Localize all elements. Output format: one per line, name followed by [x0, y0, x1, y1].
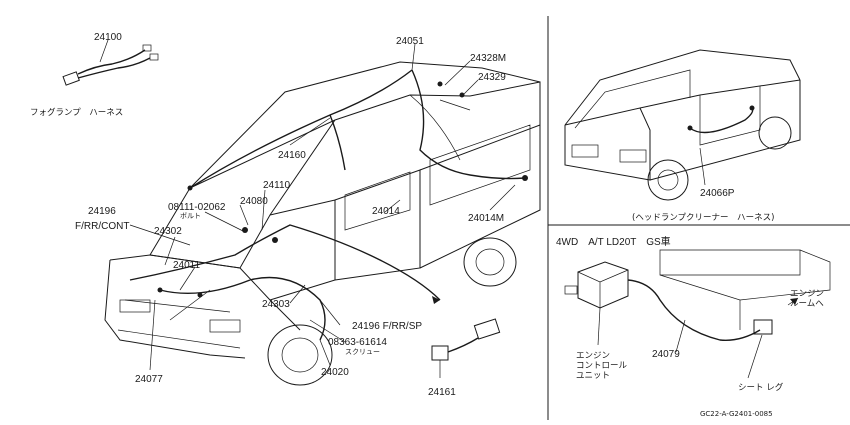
part-24080-label: 24080 [240, 196, 268, 207]
part-24011-label: 24011 [173, 260, 201, 271]
part-24020-label: 24020 [321, 367, 349, 378]
part-24196-a-sub-label: F/RR/CONT [75, 221, 129, 232]
part-24329-label: 24329 [478, 72, 506, 83]
engine-room-line1: エンジン [790, 289, 824, 299]
part-24160-label: 24160 [278, 150, 306, 161]
engine-control-unit-line1: エンジン [576, 351, 610, 361]
seat-leg-label: シート レグ [738, 382, 784, 393]
part-24014m-label: 24014M [468, 213, 504, 224]
part-24100-label: 24100 [94, 32, 122, 43]
engine-control-unit-line2: コントロール [576, 361, 628, 371]
part-24303-label: 24303 [262, 299, 290, 310]
part-24014-label: 24014 [372, 206, 400, 217]
engine-room-line2: ルームへ [790, 299, 824, 309]
engine-control-unit-line3: ユニット [576, 371, 610, 381]
engine-control-title: 4WD A/T LD20T GS車 [556, 235, 671, 248]
screw-label: スクリュー [345, 348, 380, 356]
drawing-code: GC22-A-G2401-0085 [700, 410, 773, 418]
part-24196-a-label: 24196 [88, 206, 116, 217]
part-24302-label: 24302 [154, 226, 182, 237]
headlamp-cleaner-caption: (ヘッドランプクリーナー ハーネス) [632, 213, 774, 223]
fog-lamp-harness-drawing [62, 39, 159, 86]
screw-number-label: 08363-61614 [328, 337, 387, 348]
part-24161-label: 24161 [428, 387, 456, 398]
part-24196-b-label: 24196 F/RR/SP [352, 321, 422, 332]
part-24066p-label: 24066P [700, 188, 735, 199]
part-24328m-label: 24328M [470, 53, 506, 64]
headlamp-cleaner-van-drawing [564, 49, 801, 201]
fog-lamp-harness-caption: フォグランプ ハーネス [30, 107, 123, 118]
bolt-label: ボルト [180, 212, 201, 220]
part-24077-label: 24077 [135, 374, 163, 385]
bolt-number-label: 08111-02062 [168, 202, 226, 213]
van-wiring-drawing [104, 43, 541, 386]
part-24110-label: 24110 [263, 180, 291, 191]
part-24079-label: 24079 [652, 349, 680, 360]
part-24051-label: 24051 [396, 36, 424, 47]
engine-control-drawing [564, 249, 831, 379]
